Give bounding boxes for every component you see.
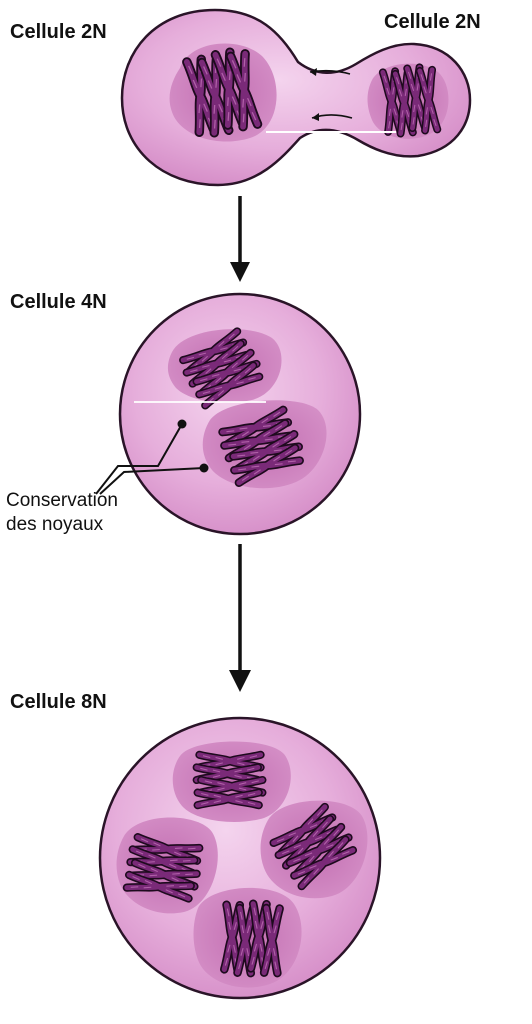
arrow-down-1-head (230, 262, 250, 282)
leader-line-1 (95, 423, 183, 495)
cell-4n (95, 292, 362, 536)
arrow-down-2-head (229, 670, 251, 692)
annotation-line-1: Conservation (6, 490, 118, 511)
label-cell-2n-right: Cellule 2N (384, 11, 481, 33)
annotation-line-2: des noyaux (6, 514, 104, 535)
leader-line-2 (99, 467, 205, 495)
cell-8n-membrane (98, 716, 382, 1000)
fusing-cells (120, 8, 472, 187)
leader-dot-1 (177, 419, 187, 429)
label-cell-8n: Cellule 8N (10, 691, 107, 713)
cell-8n (98, 716, 382, 1000)
label-cell-2n-left: Cellule 2N (10, 21, 107, 43)
leader-dot-2 (199, 463, 209, 473)
nucleus-8n-top (172, 741, 291, 822)
label-cell-4n: Cellule 4N (10, 291, 107, 313)
